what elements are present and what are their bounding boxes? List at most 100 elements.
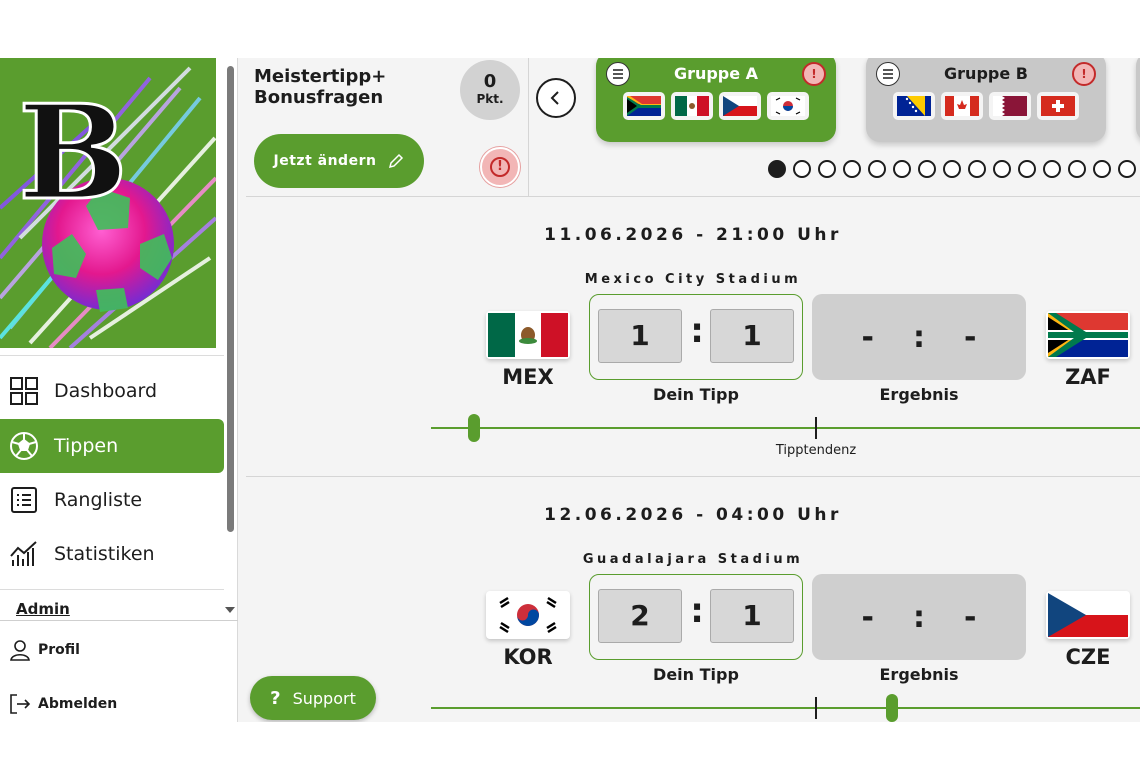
match-card: 11.06.2026 - 21:00 Uhr Mexico City Stadi… [246, 196, 1140, 476]
list-icon[interactable] [876, 62, 900, 86]
flag-mex-icon [486, 311, 570, 359]
chevron-down-icon[interactable] [225, 607, 235, 613]
logo-artwork: B [0, 66, 216, 348]
tip-input-group: 2 : 1 [589, 574, 803, 660]
sidebar-item-label: Statistiken [54, 543, 155, 565]
away-team-code: CZE [1065, 645, 1111, 669]
result-home: - [861, 599, 874, 635]
pagination-dot[interactable] [1093, 160, 1111, 178]
flag-sui-icon [1037, 92, 1079, 120]
support-button[interactable]: ? Support [250, 676, 376, 720]
sidebar-scrollbar[interactable] [227, 66, 234, 532]
away-score-input[interactable]: 1 [710, 589, 794, 643]
help-icon: ? [270, 687, 281, 709]
home-score-input[interactable]: 2 [598, 589, 682, 643]
logout-icon [10, 694, 31, 714]
sidebar-item-label: Tippen [54, 435, 119, 457]
pagination-dot[interactable] [818, 160, 836, 178]
title-line: Meistertipp+ [254, 66, 387, 87]
change-tip-button[interactable]: Jetzt ändern [254, 134, 424, 188]
warning-icon[interactable]: ! [802, 62, 826, 86]
grid-icon [10, 377, 38, 405]
tip-label: Dein Tipp [653, 385, 739, 404]
home-score-input[interactable]: 1 [598, 309, 682, 363]
pencil-icon [389, 153, 404, 169]
sidebar-item-rangliste[interactable]: Rangliste [0, 473, 224, 527]
flag-cze-icon [719, 92, 761, 120]
pagination-dot[interactable] [768, 160, 786, 178]
support-label: Support [292, 688, 356, 708]
flag-mex-icon [671, 92, 713, 120]
away-score-input[interactable]: 1 [710, 309, 794, 363]
pagination-dot[interactable] [943, 160, 961, 178]
divider [0, 355, 224, 356]
pagination-dot[interactable] [793, 160, 811, 178]
group-title: Gruppe A [673, 64, 759, 83]
divider [0, 620, 238, 621]
home-team-code: MEX [502, 365, 554, 389]
pagination-dot[interactable] [1018, 160, 1036, 178]
user-icon [10, 640, 30, 661]
pagination-dot[interactable] [868, 160, 886, 178]
warning-icon[interactable]: ! [1072, 62, 1096, 86]
pagination-dot[interactable] [918, 160, 936, 178]
logout-label: Abmelden [38, 696, 118, 712]
logo-letter: B [18, 76, 128, 229]
tendency-slider-handle[interactable] [885, 694, 898, 722]
logout-link[interactable]: Abmelden [8, 692, 117, 716]
sidebar-item-dashboard[interactable]: Dashboard [0, 364, 224, 418]
score-separator: : [913, 319, 925, 355]
group-title: Gruppe B [944, 64, 1028, 83]
button-label: Jetzt ändern [273, 153, 377, 169]
list-icon[interactable] [606, 62, 630, 86]
pagination-dot[interactable] [1068, 160, 1086, 178]
group-flags [866, 92, 1106, 120]
result-display: - : - [812, 574, 1026, 660]
sidebar-item-label: Dashboard [54, 380, 158, 402]
pagination-dot[interactable] [843, 160, 861, 178]
sidebar-item-statistiken[interactable]: Statistiken [0, 527, 224, 581]
sidebar-item-tippen[interactable]: Tippen [0, 419, 224, 473]
tendency-slider-track [431, 707, 1140, 709]
flag-kor-icon [486, 591, 570, 639]
pagination-dot[interactable] [893, 160, 911, 178]
meistertipp-title: Meistertipp+ Bonusfragen [254, 66, 444, 108]
home-team-code: KOR [503, 645, 553, 669]
result-away: - [964, 319, 977, 355]
warning-icon[interactable]: ! [480, 147, 520, 187]
exclamation-glyph: ! [490, 157, 510, 177]
points-badge: 0 Pkt. [460, 60, 520, 120]
pagination-dot[interactable] [1043, 160, 1061, 178]
pagination-dot[interactable] [968, 160, 986, 178]
sidebar: B Dashboard Tippen Rangliste Statistiken… [0, 58, 238, 722]
admin-section-toggle[interactable]: Admin [16, 600, 70, 618]
groups-carousel: Gruppe A ! Gruppe B ! [530, 58, 1140, 196]
app-logo[interactable]: B [0, 58, 216, 348]
tendency-center-mark [815, 417, 817, 439]
group-card-c[interactable] [1136, 58, 1140, 142]
result-display: - : - [812, 294, 1026, 380]
tendency-slider-handle[interactable] [467, 414, 480, 442]
flag-qat-icon [989, 92, 1031, 120]
result-label: Ergebnis [879, 665, 959, 684]
profile-link[interactable]: Profil [8, 638, 80, 662]
pagination-dot[interactable] [1118, 160, 1136, 178]
tendency-center-mark [815, 697, 817, 719]
meistertipp-panel: Meistertipp+ Bonusfragen 0 Pkt. Jetzt än… [240, 58, 529, 196]
score-separator: : [690, 311, 704, 351]
carousel-pagination [768, 160, 1136, 178]
chevron-left-icon [550, 91, 559, 105]
flag-kor-icon [767, 92, 809, 120]
list-icon [11, 487, 37, 513]
group-card-a[interactable]: Gruppe A ! [596, 58, 836, 142]
away-team-code: ZAF [1065, 365, 1111, 389]
score-separator: : [690, 591, 704, 631]
result-label: Ergebnis [879, 385, 959, 404]
match-date: 12.06.2026 - 04:00 Uhr [544, 505, 842, 525]
tendency-slider-track [431, 427, 1140, 429]
carousel-prev-button[interactable] [536, 78, 576, 118]
pagination-dot[interactable] [993, 160, 1011, 178]
profile-label: Profil [38, 642, 80, 658]
points-value: 0 [483, 71, 497, 92]
group-card-b[interactable]: Gruppe B ! [866, 58, 1106, 142]
